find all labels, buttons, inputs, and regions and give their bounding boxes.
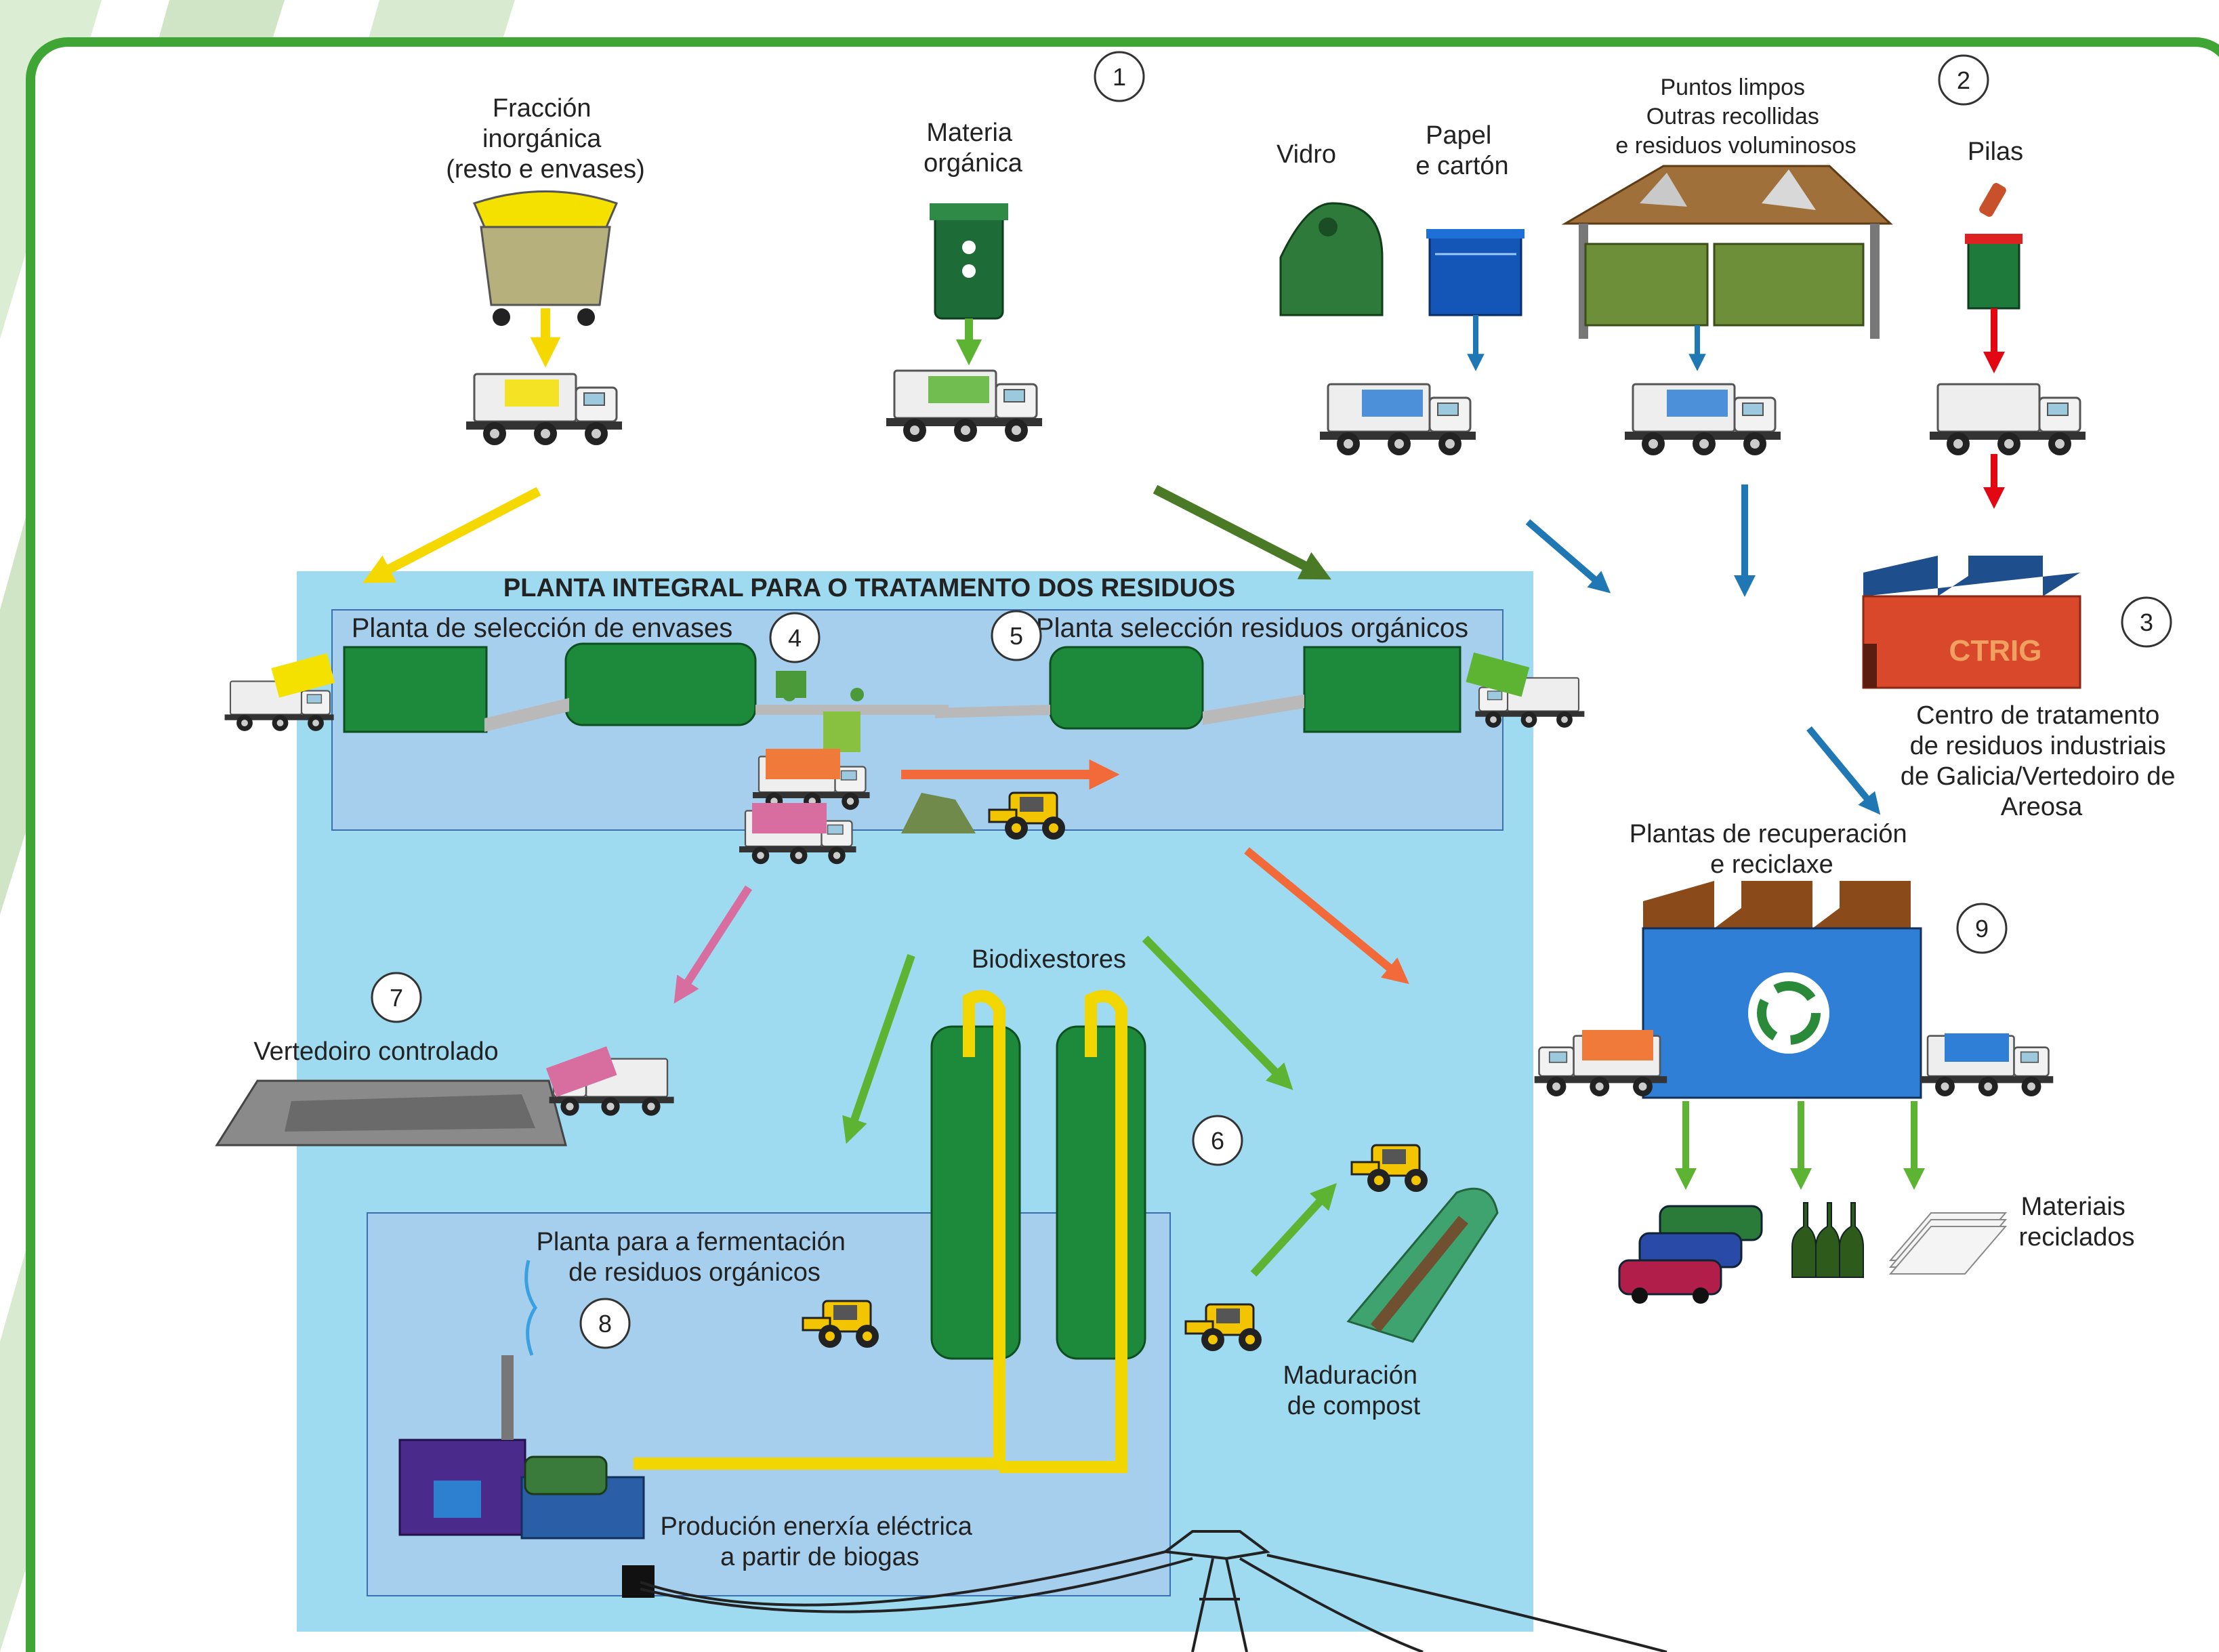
biodigesters-label: Biodixestores [972,945,1126,974]
svg-text:3: 3 [2140,608,2153,636]
clean-points-label: Puntos limpos Outras recollidas e residu… [1615,75,1856,159]
step-8-badge: 8 [579,1298,631,1349]
arrow-glass-to-recovery [1525,519,1611,594]
svg-text:1: 1 [1113,63,1126,91]
paper-bin-icon [1426,229,1525,316]
truck-icon [465,373,623,447]
batteries-label: Pilas [1968,138,2023,166]
car-icon [1618,1205,1763,1304]
pylon-icon [640,1530,1667,1652]
svg-text:4: 4 [788,624,802,652]
step-9-badge: 9 [1956,903,2008,954]
step-3-badge: 3 [2121,596,2172,648]
step-4-badge: 4 [769,612,821,663]
arrow-loader-to-compost [1250,1182,1337,1277]
igloo-icon [1279,202,1384,316]
recycle-icon [1748,972,1829,1054]
packaging-plant-label: Planta de selección de envases [352,613,733,643]
paper-stack-icon [1888,1212,2008,1275]
truck-icon [885,369,1043,443]
plant-title: PLANTA INTEGRAL PARA O TRATAMENTO DOS RE… [503,574,1235,602]
recycled-materials-label: Materiais reciclados [2018,1193,2134,1252]
sorting-trucks [738,749,871,865]
arrow-to-landfill [673,885,753,1004]
arrow-biodigester-to-compost [1142,935,1293,1090]
svg-text:5: 5 [1010,622,1023,650]
ctrig-sign: CTRIG [1949,634,2042,667]
organic-pile [901,793,976,833]
factory-icon [1862,556,2081,689]
shed-icon [1561,165,1893,339]
step-2-badge: 2 [1938,54,1989,106]
recovery-label: Plantas de recuperación e reciclaxe [1630,820,1914,879]
electricity-label: Produción enerxía eléctrica a partir de … [660,1512,979,1571]
step-7-badge: 7 [371,972,422,1023]
step-5-badge: 5 [991,610,1042,661]
truck-icon [1533,1030,1668,1098]
dumpster-icon [472,190,619,326]
recovery-factory-icon [1642,881,1922,1099]
truck-icon [1920,1033,2054,1098]
compost-label: Maduración de compost [1283,1361,1424,1420]
packaging-line [224,642,1585,752]
organic-label: Materia orgánica [924,119,1023,178]
svg-text:2: 2 [1957,66,1970,94]
landfill-label: Vertedoiro controlado [253,1037,498,1066]
compost-tunnel-icon [1346,1187,1499,1343]
step-6-badge: 6 [1192,1115,1243,1166]
svg-text:6: 6 [1211,1127,1224,1155]
biogas-pipe [634,990,1127,1473]
arrow-ctrig-to-recovery [1806,726,1881,815]
generator-icon [398,1260,655,1598]
ctrig-caption: Centro de tratamento de residuos industr… [1901,701,2182,821]
arrow-plant-to-compost [1244,847,1409,985]
truck-icon [1319,383,1477,457]
glass-label: Vidro [1277,140,1336,169]
organic-selection-label: Planta selección residuos orgánicos [1036,613,1468,643]
arrow-to-digester [842,954,915,1144]
svg-text:7: 7 [390,984,403,1012]
bottle-icon [1791,1202,1864,1278]
landfill-icon [215,1046,675,1147]
fermentation-label: Planta para a fermentación de residuos o… [537,1228,853,1287]
inorganic-label: Fracción inorgánica (resto e envases) [446,94,645,184]
step-1-badge: 1 [1094,51,1145,102]
arrow-inorganic-to-plant [362,487,541,583]
container-icon [930,203,1008,320]
battery-bin-icon [1965,183,2023,310]
paper-label: Papel e cartón [1415,121,1508,180]
svg-text:8: 8 [598,1310,612,1338]
truck-icon [1623,383,1782,457]
arrow-organic-to-plant [1153,484,1331,580]
svg-text:9: 9 [1975,915,1989,943]
